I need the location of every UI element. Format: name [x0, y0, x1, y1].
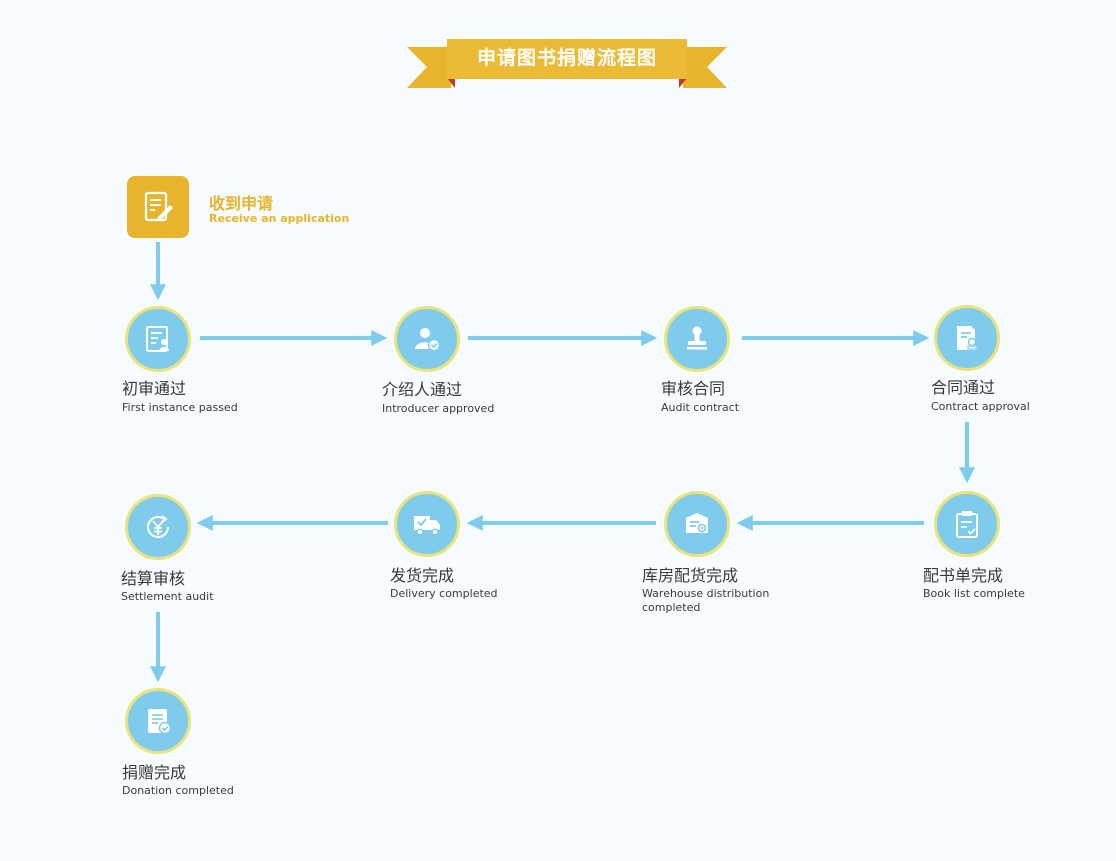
clipboard-check-icon: [956, 511, 978, 538]
step-node-8: [125, 494, 191, 560]
delivery-truck-icon: [414, 516, 440, 536]
step-title-5: 配书单完成: [923, 566, 1004, 585]
step-subtitle-3: Audit contract: [661, 401, 740, 414]
step-title-8: 结算审核: [121, 569, 186, 588]
contract-seal-icon: [957, 326, 978, 350]
start-node: [127, 176, 189, 238]
start-title: 收到申请: [209, 194, 274, 213]
step-node-5: [934, 491, 1000, 557]
step-subtitle-1: First instance passed: [122, 401, 238, 414]
step-title-2: 介绍人通过: [382, 380, 463, 399]
step-title-1: 初审通过: [122, 379, 187, 398]
step-subtitle-9: Donation completed: [122, 784, 234, 797]
step-subtitle-6: Warehouse distribution completed: [642, 587, 770, 614]
package-box-icon: [686, 513, 708, 533]
user-check-icon: [415, 328, 441, 352]
step-title-3: 审核合同: [661, 379, 726, 398]
id-card-icon: [146, 326, 169, 352]
step-node-4: [934, 305, 1000, 371]
step-node-6: [664, 491, 730, 557]
step-node-9: [125, 688, 191, 754]
page-title: 申请图书捐赠流程图: [476, 47, 657, 69]
step-subtitle-7: Delivery completed: [390, 587, 498, 600]
yuan-cycle-icon: [147, 515, 169, 538]
step-subtitle-5: Book list complete: [923, 587, 1025, 600]
step-node-2: [394, 306, 460, 372]
certificate-check-icon: [148, 709, 172, 735]
step-subtitle-2: Introducer approved: [382, 402, 495, 415]
step-subtitle-4: Contract approval: [931, 400, 1030, 413]
step-node-1: [125, 306, 191, 372]
step-title-6: 库房配货完成: [642, 566, 739, 585]
step-title-7: 发货完成: [390, 566, 455, 585]
step-node-7: [394, 491, 460, 557]
step-node-3: [664, 306, 730, 372]
application-form-icon: [144, 191, 173, 222]
step-title-9: 捐赠完成: [122, 763, 187, 782]
stamp-icon: [687, 326, 707, 350]
step-subtitle-8: Settlement audit: [121, 590, 214, 603]
title-banner: [407, 39, 727, 88]
step-title-4: 合同通过: [931, 378, 996, 397]
start-subtitle: Receive an application: [209, 212, 350, 225]
